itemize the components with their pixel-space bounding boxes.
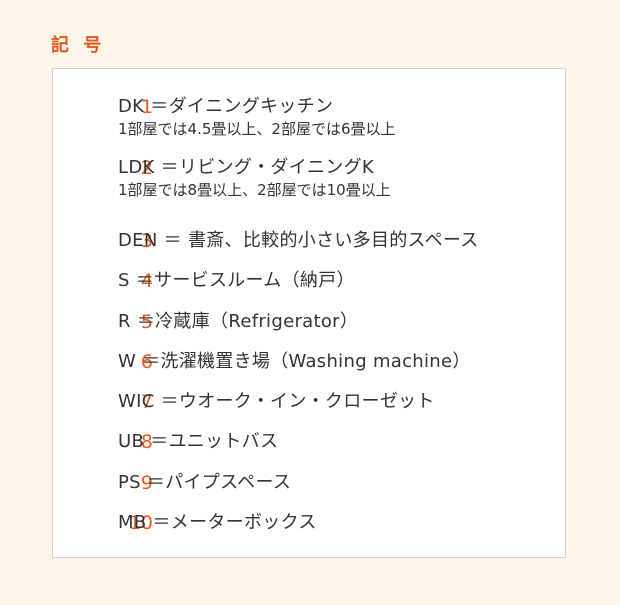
item-term: UB ＝ユニットバス [118, 431, 279, 452]
section-title: 記 号 [51, 35, 106, 56]
item-term: S ＝サービスルーム（納戸） [118, 270, 355, 291]
item-term: PS ＝パイプスペース [118, 472, 292, 493]
item-number: 7 [140, 391, 153, 413]
item-note: 1部屋では4.5畳以上、2部屋では6畳以上 [118, 120, 396, 138]
item-term: DEN ＝ 書斎、比較的小さい多目的スペース [118, 230, 479, 251]
item-number: 9 [140, 472, 153, 494]
item-number: 4 [140, 270, 153, 292]
legend-box: 1 DK ＝ダイニングキッチン 1部屋では4.5畳以上、2部屋では6畳以上 2 … [52, 68, 566, 558]
item-number: 10 [128, 512, 153, 534]
item-term: LDK ＝リビング・ダイニングK [118, 157, 375, 178]
item-term: R ＝冷蔵庫（Refrigerator） [118, 311, 359, 332]
item-number: 1 [140, 96, 153, 118]
item-note: 1部屋では8畳以上、2部屋では10畳以上 [118, 181, 391, 199]
item-number: 2 [140, 157, 153, 179]
item-number: 3 [140, 230, 153, 252]
item-term: WIC ＝ウオーク・イン・クローゼット [118, 391, 435, 412]
item-term: DK ＝ダイニングキッチン [118, 96, 334, 117]
item-number: 6 [140, 351, 153, 373]
item-term: W ＝洗濯機置き場（Washing machine） [118, 351, 471, 372]
item-number: 5 [140, 311, 153, 333]
item-term: MB ＝メーターボックス [118, 512, 317, 533]
item-number: 8 [140, 431, 153, 453]
